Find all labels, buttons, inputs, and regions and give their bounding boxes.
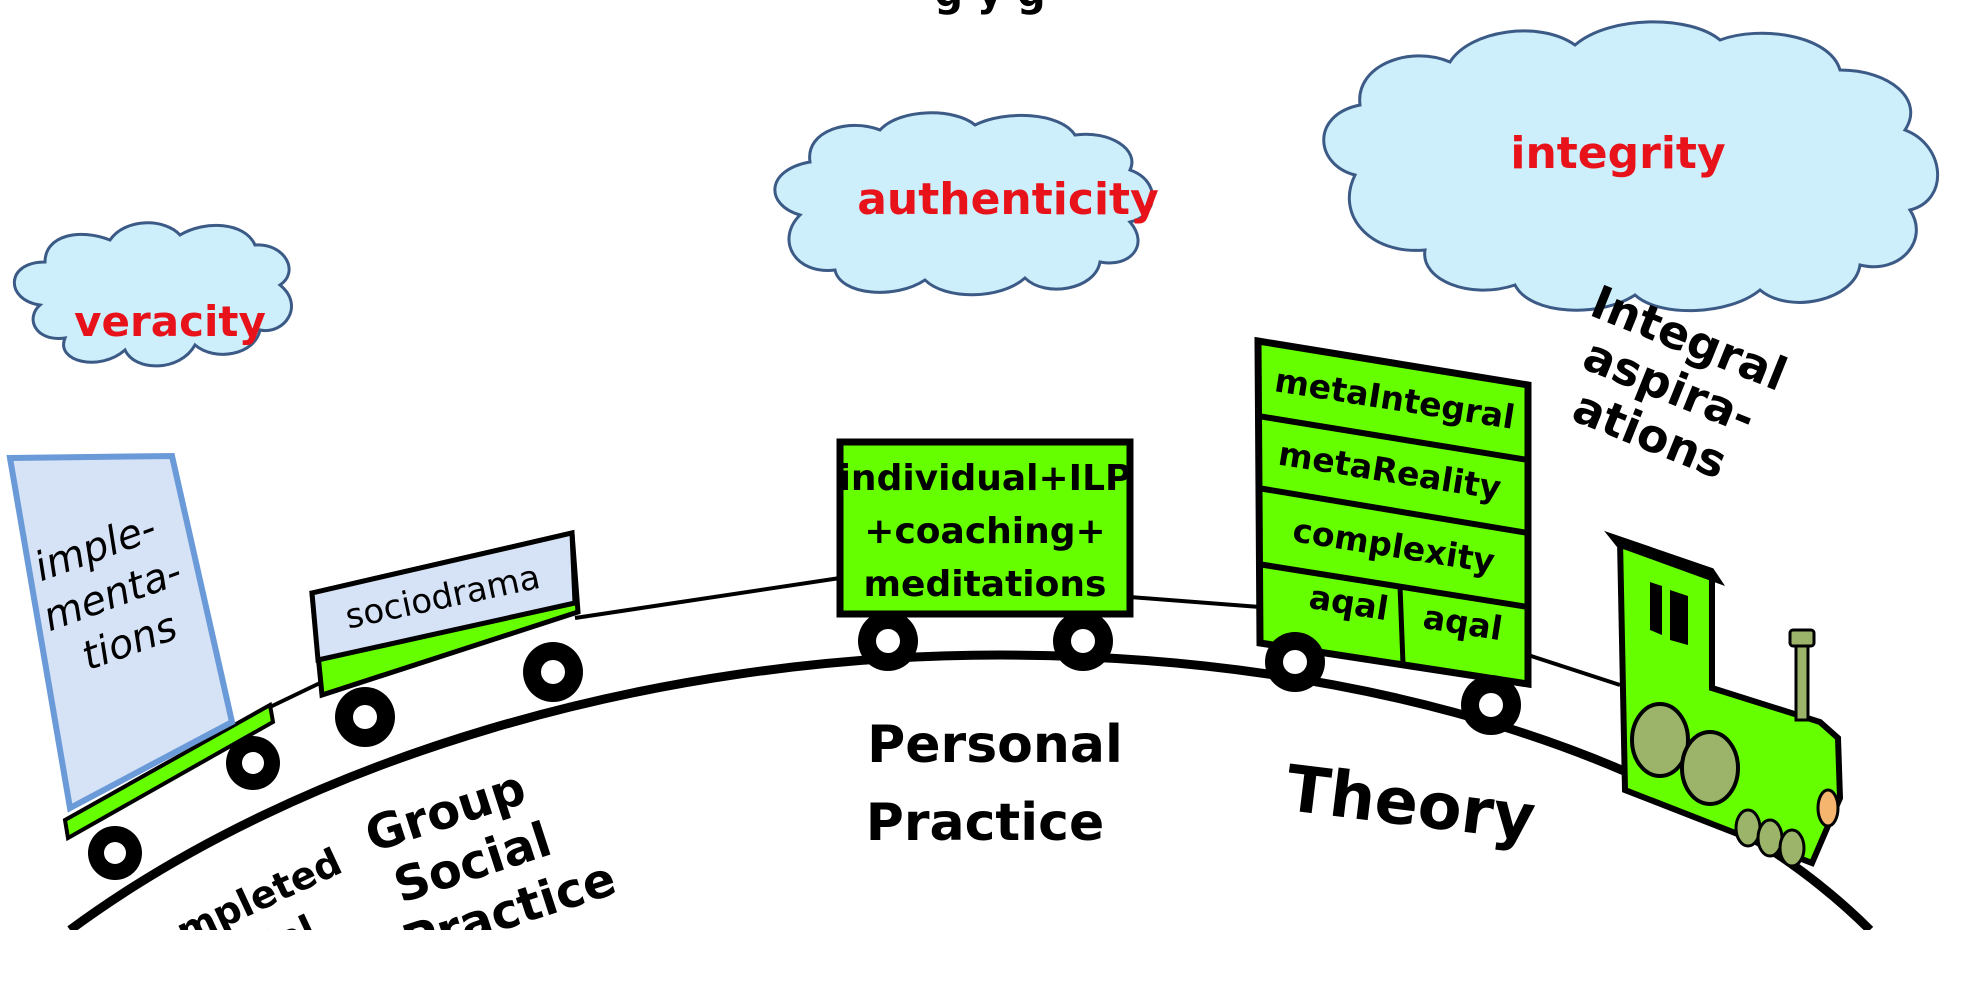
engine-wheel (1734, 808, 1762, 848)
cloud-authenticity: authenticity (773, 111, 1159, 297)
engine-wheel (1756, 818, 1784, 858)
cloud-label-integrity: integrity (1510, 128, 1725, 179)
title-partial: g y g (934, 0, 1045, 16)
implementations-card (6, 452, 236, 813)
car-couplings (269, 576, 1621, 709)
cloud-label-authenticity: authenticity (857, 174, 1159, 225)
engine-window-1 (1650, 582, 1662, 635)
car-theory: metaIntegral metaReality complexity aqal… (1254, 336, 1532, 735)
engine-smokestack (1794, 638, 1810, 722)
cloud-integrity: integrity (1322, 20, 1939, 312)
engine-wheel (1630, 702, 1690, 778)
station-personal-practice: Personal Practice (866, 715, 1123, 853)
engine-window-2 (1670, 590, 1688, 645)
personal-practice-box (836, 438, 1134, 618)
station-personal-line-1: Personal (867, 715, 1123, 775)
car-personal-practice: individual+ILP +coaching+ meditations (836, 438, 1134, 671)
cloud-veracity: veracity (12, 221, 293, 368)
sociodrama-label-panel (309, 529, 578, 664)
engine-wheel (1680, 730, 1740, 806)
station-theory: Theory (1282, 752, 1539, 856)
personal-box-line-3: meditations (864, 564, 1107, 605)
flatcar-deck (62, 701, 276, 842)
engine-wheel (1778, 828, 1806, 868)
engine-cab-roof (1604, 530, 1726, 586)
personal-box-line-2: +coaching+ (864, 511, 1105, 552)
personal-box-line-1: individual+ILP (839, 458, 1132, 499)
bottom-mask (0, 930, 1961, 986)
station-personal-line-2: Practice (866, 793, 1104, 853)
car-implementations: imple- menta- tions (6, 452, 280, 880)
engine-headlight (1816, 788, 1840, 828)
cloud-label-veracity: veracity (74, 297, 266, 346)
locomotive-engine (1604, 530, 1844, 868)
